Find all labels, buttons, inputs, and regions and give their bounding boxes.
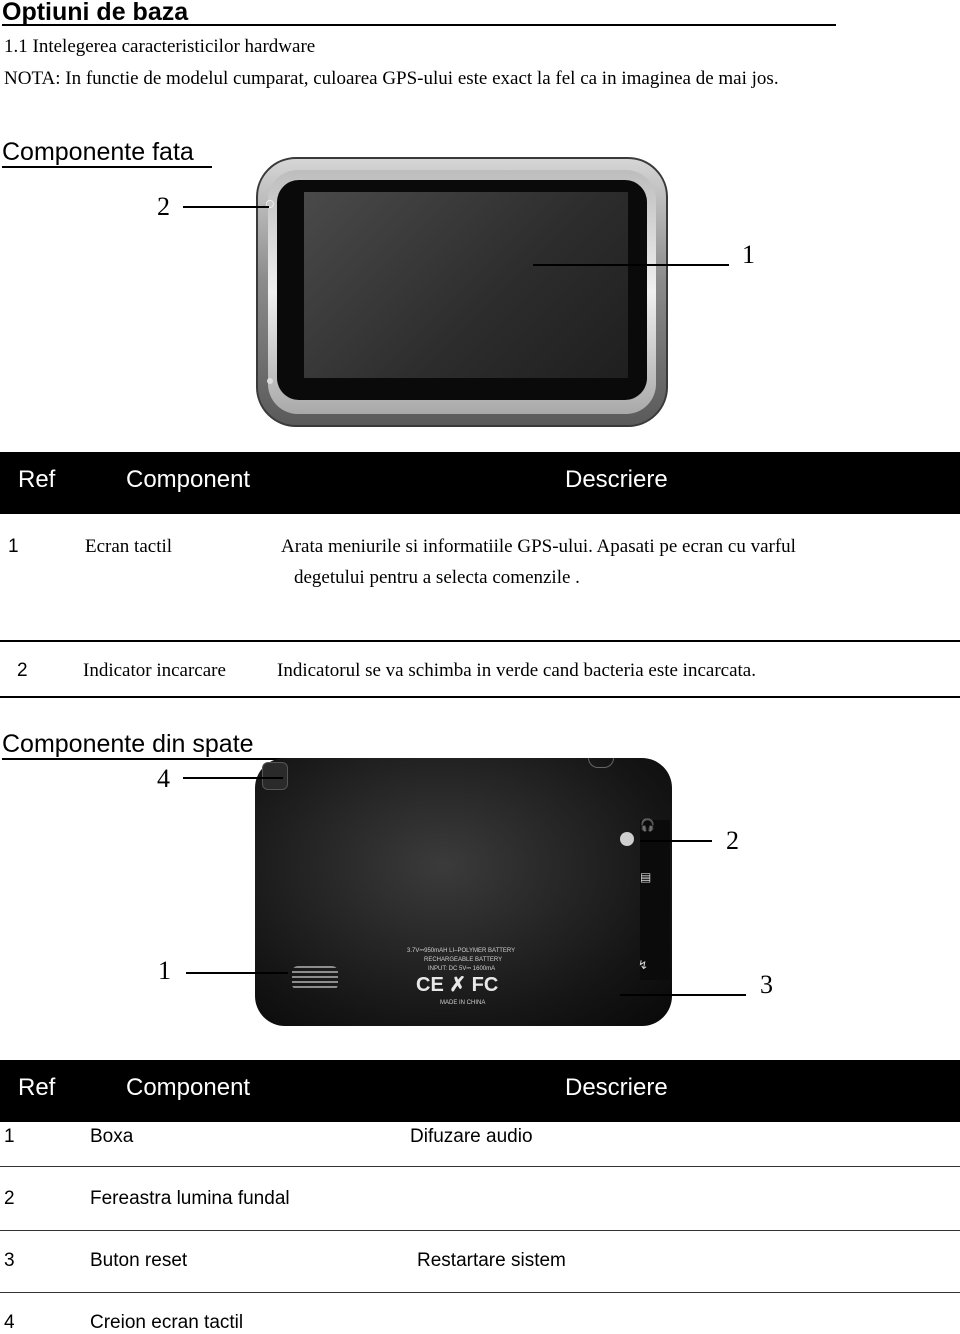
front-callout-1: 1 (742, 240, 755, 269)
sd-card-icon: ▤ (640, 870, 652, 884)
front-callout-1-line (533, 264, 729, 266)
row-divider (0, 640, 960, 642)
header-component: Component (126, 1074, 251, 1101)
row-description: Indicatorul se va schimba in verde cand … (277, 660, 756, 681)
back-callout-4: 4 (157, 764, 170, 793)
back-title-underline (2, 758, 298, 760)
certification-logos: CE ✗ FC (416, 974, 499, 996)
back-callout-1: 1 (158, 956, 171, 985)
row-ref: 1 (8, 536, 19, 557)
front-title-underline (2, 166, 212, 168)
header-component: Component (126, 466, 251, 493)
row-ref: 4 (4, 1312, 15, 1333)
back-table-header: Ref Component Descriere (0, 1060, 960, 1122)
backlight-window-icon (620, 832, 634, 846)
note-text: NOTA: In functie de modelul cumparat, cu… (4, 68, 779, 89)
back-callout-2-line (640, 840, 712, 842)
front-section-title: Componente fata (2, 138, 194, 166)
header-description: Descriere (565, 1074, 668, 1101)
usb-icon: ↯ (638, 958, 649, 972)
stylus-slot-icon (262, 762, 288, 790)
row-description: Restartare sistem (417, 1250, 566, 1271)
front-callout-2: 2 (157, 192, 170, 221)
row-ref: 1 (4, 1126, 15, 1147)
front-table-header: Ref Component Descriere (0, 452, 960, 514)
row-ref: 3 (4, 1250, 15, 1271)
row-ref: 2 (4, 1188, 15, 1209)
title-underline (2, 24, 836, 26)
battery-label: 3.7V⎓950mAH LI–POLYMER BATTERY (407, 948, 516, 954)
row-description: Arata meniurile si informatiile GPS-ului… (281, 536, 796, 557)
battery-label: RECHARGEABLE BATTERY (424, 957, 503, 963)
row-divider (0, 696, 960, 698)
back-side-panel (640, 820, 670, 980)
charge-led-icon (267, 378, 273, 384)
header-description: Descriere (565, 466, 668, 493)
page-title: Optiuni de baza (2, 0, 189, 26)
row-divider (0, 1166, 960, 1167)
header-ref: Ref (18, 1074, 56, 1101)
back-callout-4-line (183, 777, 283, 779)
row-ref: 2 (17, 660, 28, 681)
touch-screen (304, 192, 628, 378)
made-in-label: MADE IN CHINA (440, 1000, 486, 1006)
back-callout-3: 3 (760, 970, 773, 999)
row-component: Indicator incarcare (83, 660, 226, 681)
row-divider (0, 1292, 960, 1293)
back-callout-3-line (620, 994, 746, 996)
row-description-cont: degetului pentru a selecta comenzile . (294, 567, 580, 588)
back-section-title: Componente din spate (2, 730, 254, 758)
headphone-icon: 🎧 (640, 818, 655, 832)
indicator-icon (266, 200, 274, 208)
row-component: Buton reset (90, 1250, 188, 1271)
row-component: Fereastra lumina fundal (90, 1188, 290, 1209)
section-subtitle: 1.1 Intelegerea caracteristicilor hardwa… (4, 36, 316, 57)
row-component: Creion ecran tactil (90, 1312, 244, 1333)
row-component: Ecran tactil (85, 536, 173, 557)
speaker-grille-icon (292, 966, 338, 990)
front-callout-2-line (183, 206, 269, 208)
back-callout-1-line (186, 972, 288, 974)
row-description: Difuzare audio (410, 1126, 533, 1147)
back-callout-2: 2 (726, 826, 739, 855)
battery-label: INPUT: DC 5V⎓ 1600mA (428, 966, 496, 972)
row-component: Boxa (90, 1126, 134, 1147)
header-ref: Ref (18, 466, 56, 493)
row-divider (0, 1230, 960, 1231)
